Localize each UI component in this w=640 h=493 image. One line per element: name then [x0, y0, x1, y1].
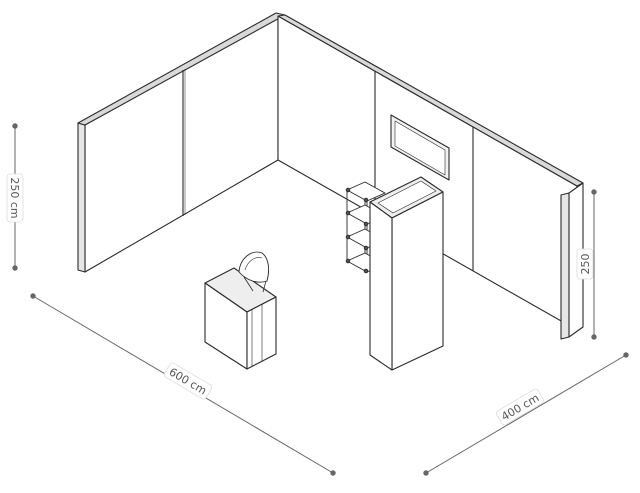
reception-counter — [204, 267, 277, 370]
storage-column — [369, 176, 444, 371]
dimension-line-height-right — [591, 189, 597, 340]
chair — [238, 251, 270, 293]
right-back-wall — [277, 14, 584, 331]
right-end-panel — [560, 182, 584, 340]
height-right-text: 250 — [579, 254, 592, 275]
dimension-line-depth — [423, 352, 629, 476]
dimension-label-width: 600 cm — [163, 362, 213, 400]
left-back-wall — [77, 12, 286, 273]
wall-screen — [390, 114, 450, 181]
dimension-label-height-left: 250 cm — [6, 173, 24, 223]
dimension-label-height-right: 250 — [576, 248, 594, 280]
height-left-text: 250 cm — [8, 177, 21, 218]
